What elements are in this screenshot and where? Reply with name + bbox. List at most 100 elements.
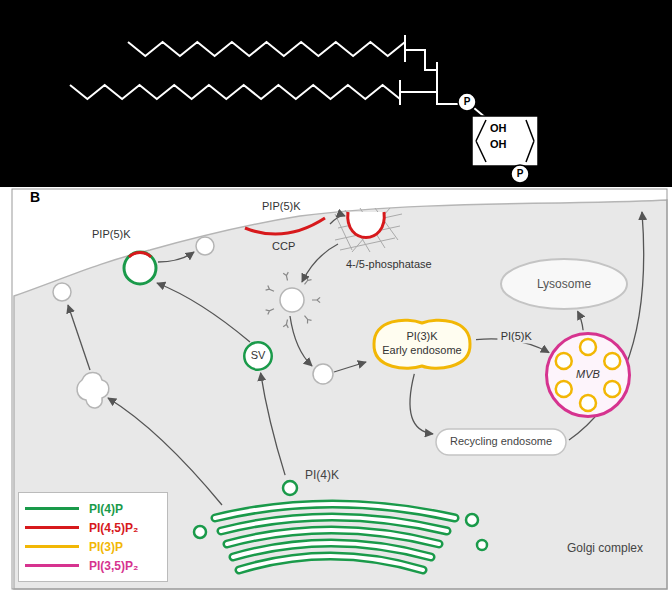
intralumenal-vesicle — [580, 395, 596, 411]
enzyme-label: PIP(5)K — [262, 200, 301, 213]
arrow — [334, 362, 366, 372]
triskelion — [305, 277, 312, 285]
cisterna-outline — [239, 556, 423, 570]
legend: PI(4)P PI(4,5)P₂ PI(3)P PI(3,5)P₂ — [18, 492, 168, 582]
node-label: Recycling endosome — [450, 435, 552, 449]
shape-ellipse — [547, 334, 630, 417]
triskelion — [266, 309, 274, 315]
golgi-vesicle — [194, 526, 206, 538]
legend-text: PI(3)P — [89, 540, 123, 554]
arrow — [158, 252, 194, 262]
hydroxyl-label: OH — [490, 122, 507, 135]
structure-label: CCP — [272, 240, 295, 253]
intralumenal-vesicle — [556, 381, 572, 397]
black-panel — [0, 0, 672, 187]
shape-ellipse — [501, 259, 627, 309]
ccp-membrane — [245, 218, 325, 234]
arrow — [157, 283, 250, 342]
phosphate-label: P — [464, 96, 471, 108]
coated-pit — [348, 212, 385, 238]
legend-row: PI(3)P — [25, 537, 161, 556]
recycling-endosome: Recycling endosome — [435, 428, 567, 456]
triskelion — [312, 297, 320, 302]
intralumenal-vesicle — [604, 381, 620, 397]
transport-arrows — [68, 212, 644, 505]
golgi-stacks — [215, 504, 455, 570]
multivesicular-body: MVB — [545, 332, 631, 418]
shape-ellipse — [244, 342, 272, 370]
panel-border — [12, 189, 667, 589]
triskelion — [283, 272, 288, 280]
fusing-vesicle — [53, 283, 71, 301]
hydroxyl-label: OH — [490, 138, 507, 151]
golgi-vesicle — [466, 514, 478, 526]
node-heading: PI(3)K — [406, 330, 437, 344]
secretory-vesicle: SV — [243, 341, 273, 371]
clathrin-lattice — [335, 208, 402, 252]
node-label: Early endosome — [382, 344, 462, 358]
legend-text: PI(3,5)P₂ — [89, 559, 138, 573]
node-text-box: PI(3)KEarly endosome — [370, 316, 474, 372]
intralumenal-vesicle — [604, 353, 620, 369]
fusing-vesicle — [196, 237, 214, 255]
uncoating-vesicle — [280, 288, 304, 312]
connector — [578, 311, 584, 330]
small-vesicle — [313, 364, 333, 384]
early-endosome: PI(3)KEarly endosome — [370, 316, 474, 372]
node-heading: PI(4)K — [305, 468, 339, 483]
phosphate-circle — [458, 93, 476, 111]
panel-letter: B — [30, 189, 40, 206]
legend-row: PI(3,5)P₂ — [25, 556, 161, 575]
cisterna-lumen — [239, 556, 423, 570]
legend-text: PI(4,5)P₂ — [89, 521, 138, 535]
node-label: SV — [251, 349, 266, 363]
arrow — [290, 316, 312, 366]
connector — [410, 374, 433, 434]
triskelion — [266, 286, 274, 292]
shape-tube — [436, 429, 566, 455]
legend-row: PI(4)P — [25, 499, 161, 518]
triskelion — [283, 320, 288, 328]
arrow — [330, 216, 345, 224]
node-text-box: SV — [243, 341, 273, 371]
triskelion — [305, 316, 312, 324]
golgi-vesicle — [477, 540, 487, 550]
legend-swatch — [25, 526, 79, 529]
golgi-complex: PI(4)K Golgi complex — [195, 465, 655, 565]
clathrin-triskelia — [266, 272, 321, 328]
legend-swatch — [25, 507, 79, 510]
legend-swatch — [25, 564, 79, 567]
inositol-box — [472, 116, 538, 166]
legend-text: PI(4)P — [89, 502, 123, 516]
pip2-patch — [129, 253, 151, 257]
node-label: Golgi complex — [567, 541, 643, 556]
node-text-box: Lysosome — [500, 258, 628, 310]
lysosome: Lysosome — [500, 258, 628, 310]
legend-swatch — [25, 545, 79, 548]
legend-row: PI(4,5)P₂ — [25, 518, 161, 537]
tubular-carrier — [77, 373, 109, 409]
node-label: MVB — [576, 368, 600, 382]
enzyme-label: PIP(5)K — [92, 228, 131, 241]
intralumenal-vesicle — [580, 339, 596, 355]
fatty-acid-chain — [70, 85, 400, 99]
connector — [261, 373, 286, 475]
arrow — [68, 305, 90, 370]
arrow — [108, 398, 222, 505]
node-text-box: Recycling endosome — [435, 428, 567, 456]
node-text-box: PI(4)K Golgi complex — [195, 465, 655, 565]
shape-blob — [374, 320, 470, 368]
node-text-box: MVB — [545, 332, 631, 418]
phosphate-circle — [511, 165, 529, 183]
intralumenal-vesicle — [556, 353, 572, 369]
enzyme-label: 4-/5-phosphatase — [346, 258, 432, 271]
phosphate-label: P — [517, 168, 524, 180]
fatty-acid-chain — [128, 42, 405, 56]
edge-label: PI(5)K — [498, 330, 535, 343]
glycerol-backbone — [400, 50, 458, 104]
inositol-ring — [476, 120, 534, 162]
panel-ground — [0, 187, 672, 599]
golgi-bud — [283, 481, 297, 495]
arrow — [302, 244, 338, 282]
